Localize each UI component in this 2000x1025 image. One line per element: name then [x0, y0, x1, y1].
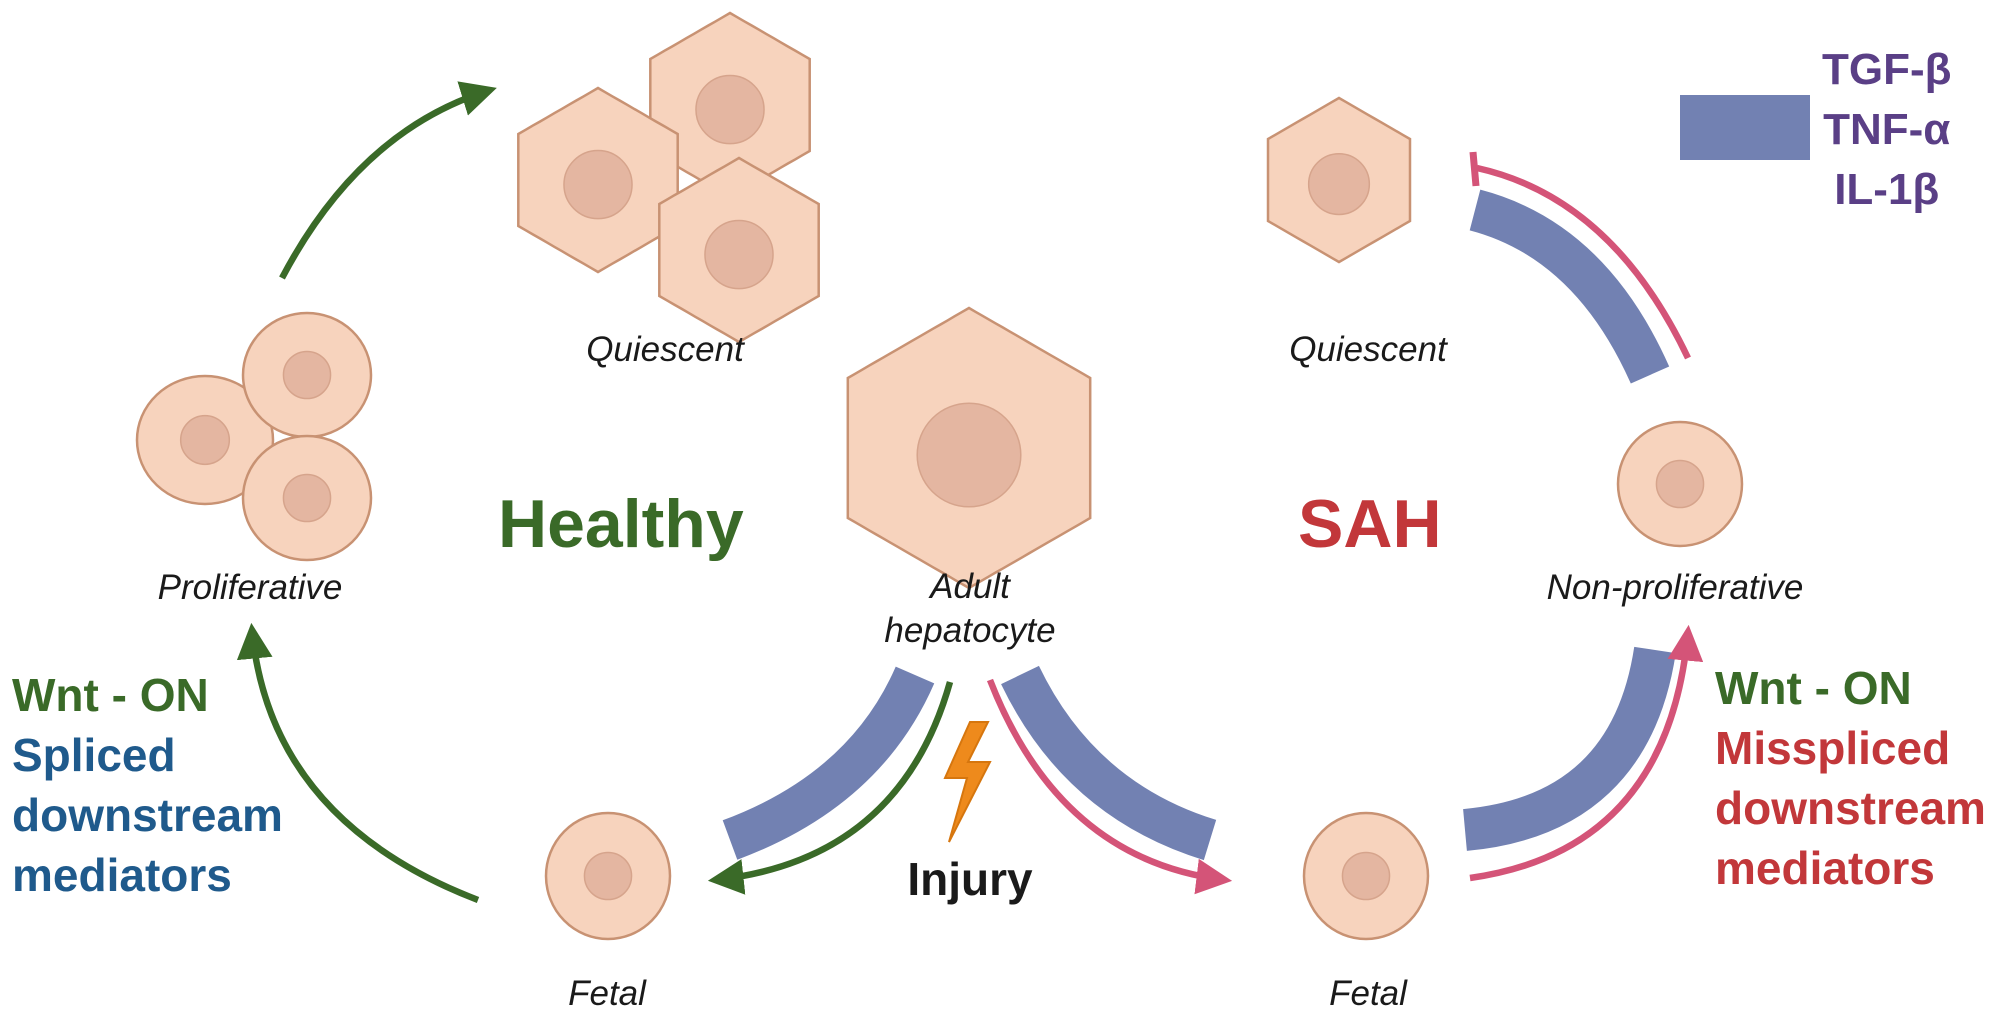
inhibition-arrow-icon [1476, 164, 1691, 360]
spliced-line-3: mediators [12, 849, 232, 901]
cytokine-tnf-alpha: TNF-α [1823, 105, 1951, 154]
green-arrow-icon [279, 81, 497, 280]
cytokine-band-icon [1462, 646, 1676, 851]
cell-nucleus [704, 219, 774, 290]
hexagonal-hepatocyte-icon [1266, 96, 1412, 264]
cytokine-band-icon [1001, 665, 1217, 861]
adult-hepatocyte-icon [846, 306, 1092, 590]
misspliced-line-1: Misspliced [1715, 722, 1951, 774]
pink-arrow-icon [1469, 624, 1704, 882]
cytokine-legend: TGF-β TNF-α IL-1β [1822, 40, 1952, 220]
sah-mediators-block: Wnt - ON Misspliced downstream mediators [1715, 658, 1986, 898]
cell-nucleus [563, 149, 633, 220]
misspliced-line-2: downstream [1715, 782, 1986, 834]
spliced-line-2: downstream [12, 789, 283, 841]
pink-arrow-icon [986, 678, 1233, 895]
round-cell-icon [1302, 811, 1430, 941]
round-cell-icon [241, 311, 373, 439]
round-cell-icon [544, 811, 672, 941]
hexagonal-hepatocyte-icon [658, 156, 820, 344]
adult-label-line-1: Adult [930, 567, 1010, 606]
sah-fetal-label: Fetal [1329, 974, 1407, 1013]
proliferative-label: Proliferative [157, 568, 343, 607]
healthy-wnt-label: Wnt - ON [12, 669, 209, 721]
adult-hepatocyte-label: Adult hepatocyte [884, 565, 1055, 653]
cell-nucleus [1307, 153, 1371, 216]
green-arrow-icon [236, 622, 480, 904]
cell-nucleus [282, 473, 332, 523]
inhibition-bar [1469, 151, 1480, 187]
cytokine-il-1-beta: IL-1β [1834, 165, 1940, 214]
hexagonal-hepatocyte-icon [517, 86, 679, 274]
healthy-fetal-label: Fetal [568, 974, 646, 1013]
cell-nucleus [695, 74, 765, 145]
sah-quiescent-label: Quiescent [1289, 330, 1447, 369]
cell-nucleus [583, 851, 633, 901]
cell-nucleus [282, 350, 332, 400]
healthy-title: Healthy [498, 486, 744, 562]
spliced-line-1: Spliced [12, 729, 176, 781]
cytokine-tgf-beta: TGF-β [1822, 45, 1952, 94]
round-cell-icon [1616, 420, 1744, 548]
healthy-quiescent-label: Quiescent [586, 330, 744, 369]
round-cell-icon [241, 434, 373, 562]
adult-label-line-2: hepatocyte [884, 611, 1056, 650]
cytokine-legend-swatch [1680, 95, 1810, 160]
cytokine-band-icon [722, 666, 935, 860]
cell-nucleus [179, 414, 231, 466]
injury-label: Injury [907, 853, 1033, 905]
sah-title: SAH [1298, 486, 1442, 562]
cell-nucleus [916, 402, 1022, 508]
cell-layer [135, 11, 1744, 941]
non-proliferative-label: Non-proliferative [1546, 568, 1804, 607]
green-arrow-icon [707, 681, 954, 895]
round-cell-icon [135, 374, 275, 506]
cytokine-band-icon [1469, 189, 1670, 384]
sah-wnt-label: Wnt - ON [1715, 662, 1912, 714]
cell-nucleus [1341, 851, 1391, 901]
healthy-mediators-block: Wnt - ON Spliced downstream mediators [12, 665, 283, 905]
lightning-bolt-icon [943, 721, 992, 843]
misspliced-line-3: mediators [1715, 842, 1935, 894]
cell-nucleus [1655, 459, 1705, 509]
